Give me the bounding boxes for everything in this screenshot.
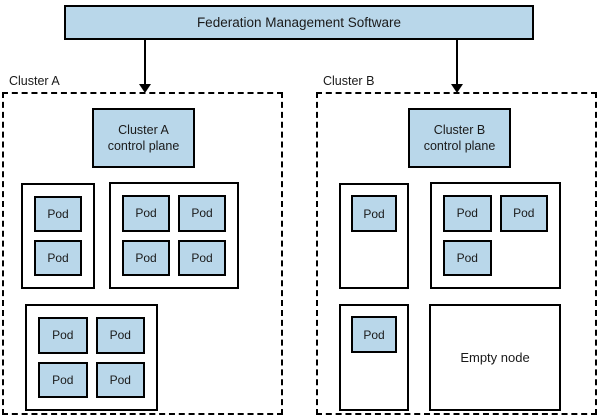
cluster-b-node-2: Pod Pod Pod (430, 182, 561, 289)
cluster-b-label: Cluster B (323, 74, 375, 88)
cluster-a-control-plane: Cluster A control plane (92, 108, 195, 168)
cluster-b-empty-node: Empty node (429, 304, 561, 411)
control-plane-line2: control plane (107, 139, 180, 153)
control-plane-line2: control plane (423, 139, 496, 153)
pod: Pod (351, 316, 397, 353)
pod: Pod (34, 240, 82, 276)
cluster-a-node-1: Pod Pod (21, 183, 95, 289)
pod: Pod (95, 317, 145, 354)
pod: Pod (122, 239, 170, 276)
pod: Pod (499, 195, 548, 232)
pod: Pod (122, 195, 170, 232)
pod: Pod (178, 195, 226, 232)
cluster-b-node-1: Pod (339, 183, 409, 289)
cluster-a-node-2: Pod Pod Pod Pod (109, 182, 239, 289)
empty-node-label: Empty node (460, 350, 530, 365)
pod: Pod (38, 361, 88, 398)
cluster-b-node-3: Pod (339, 304, 409, 411)
cluster-a-boundary: Cluster A control plane Pod Pod Pod Pod … (2, 92, 283, 415)
pod: Pod (443, 239, 492, 276)
pod: Pod (95, 361, 145, 398)
arrow-to-cluster-a (139, 40, 151, 93)
pod: Pod (178, 239, 226, 276)
federation-title: Federation Management Software (196, 15, 402, 30)
control-plane-line1: Cluster B (433, 122, 486, 137)
cluster-b-control-plane: Cluster B control plane (408, 108, 511, 168)
cluster-a-label: Cluster A (9, 74, 60, 88)
cluster-b-boundary: Cluster B control plane Pod Pod Pod Pod … (316, 92, 597, 415)
pod: Pod (443, 195, 492, 232)
control-plane-line1: Cluster A (118, 122, 169, 137)
pod: Pod (34, 196, 82, 232)
cluster-a-node-3: Pod Pod Pod Pod (25, 304, 158, 411)
pod: Pod (38, 317, 88, 354)
pod: Pod (351, 195, 397, 232)
arrow-to-cluster-b (451, 40, 463, 93)
federation-management-software-box: Federation Management Software (64, 5, 534, 40)
